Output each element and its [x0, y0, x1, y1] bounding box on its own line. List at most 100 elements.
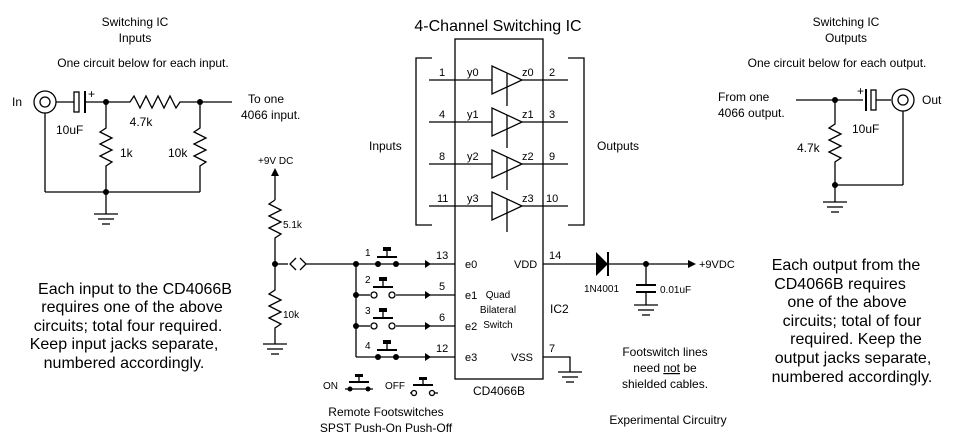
- ic-channel-2: 8 y2 z2 9: [429, 148, 568, 190]
- footswitch-footnote: Footswitch lines need not be shielded ca…: [622, 345, 708, 391]
- power-supply-label: +9VDC: [699, 259, 735, 271]
- output-capacitor: [865, 89, 877, 111]
- input-10k-resistor: [192, 102, 208, 192]
- footswitch-bank: 1 2 3: [320, 247, 453, 435]
- output-cap-label: 10uF: [852, 122, 879, 136]
- svg-text:y0: y0: [467, 67, 479, 79]
- in-jack-symbol: [33, 90, 57, 190]
- power-supply-circuit: 14 1N4001 +9VDC 0.01uF 7: [543, 250, 735, 383]
- svg-text:z3: z3: [522, 193, 534, 205]
- ic-channel-0: 1 y0 z0 2: [429, 64, 568, 106]
- bypass-cap-label: 0.01uF: [660, 285, 691, 296]
- svg-text:2: 2: [549, 67, 555, 79]
- svg-text:Bilateral: Bilateral: [480, 305, 516, 316]
- ic-channel-3: 11 y3 z3 10: [429, 190, 568, 232]
- input-cap-plus: +: [88, 87, 95, 101]
- outputs-heading-2: Outputs: [825, 31, 867, 45]
- ic-labels: VDD VSS Quad Bilateral Switch IC2 CD4066…: [473, 259, 569, 398]
- output-circuit: Switching IC Outputs One circuit below f…: [718, 15, 942, 386]
- svg-text:13: 13: [436, 250, 448, 262]
- svg-text:6: 6: [439, 312, 445, 324]
- ic-body: Inputs Outputs: [369, 38, 639, 380]
- svg-text:7: 7: [549, 343, 555, 355]
- inputs-heading-2: Inputs: [119, 31, 152, 45]
- svg-text:one of the above: one of the above: [787, 294, 906, 311]
- svg-text:circuits; total four required.: circuits; total four required.: [34, 318, 223, 335]
- svg-text:5: 5: [439, 281, 445, 293]
- ic-channel-1: 4 y1 z1 3: [429, 106, 568, 148]
- svg-text:ON: ON: [323, 381, 338, 392]
- svg-text:4: 4: [365, 341, 371, 352]
- svg-text:OFF: OFF: [385, 381, 405, 392]
- svg-text:1: 1: [365, 248, 371, 259]
- svg-text:1: 1: [439, 67, 445, 79]
- svg-text:required. Keep the: required. Keep the: [790, 331, 922, 348]
- ic-control-pins: 13 e0 5 e1 6 e2 12 e3: [430, 250, 477, 364]
- bias-5k1-label: 5.1k: [283, 220, 303, 231]
- input-capacitor: [73, 91, 86, 113]
- input-note: Each input to the CD4066B requires one o…: [30, 281, 232, 372]
- svg-text:numbered accordingly.: numbered accordingly.: [44, 355, 205, 372]
- svg-text:requires one of the above: requires one of the above: [41, 299, 223, 316]
- input-cap-label: 10uF: [56, 123, 83, 137]
- from-output-line1: From one: [718, 90, 770, 104]
- diagram-title: 4-Channel Switching IC: [414, 18, 581, 35]
- svg-text:numbered accordingly.: numbered accordingly.: [772, 369, 933, 386]
- in-jack-label: In: [12, 95, 22, 109]
- input-circuit: Switching IC Inputs One circuit below fo…: [12, 15, 300, 372]
- to-input-line2: 4066 input.: [241, 108, 300, 122]
- svg-text:VSS: VSS: [511, 352, 533, 364]
- svg-text:z2: z2: [522, 151, 534, 163]
- vss-ground-symbol: [558, 371, 582, 383]
- svg-text:3: 3: [365, 306, 371, 317]
- svg-text:Switch: Switch: [483, 320, 512, 331]
- svg-text:e3: e3: [465, 352, 477, 364]
- output-ground-symbol: [823, 185, 847, 213]
- footswitch-2: 2: [356, 275, 431, 299]
- outputs-bracket-label: Outputs: [597, 139, 639, 153]
- diode-symbol: [596, 252, 609, 276]
- outputs-subheading: One circuit below for each output.: [748, 56, 927, 70]
- inputs-subheading: One circuit below for each input.: [57, 56, 228, 70]
- svg-text:e1: e1: [465, 290, 477, 302]
- svg-text:8: 8: [439, 151, 445, 163]
- input-ground-symbol: [94, 192, 118, 225]
- svg-text:Footswitch lines: Footswitch lines: [622, 345, 707, 359]
- svg-text:Each input to the CD4066B: Each input to the CD4066B: [38, 281, 232, 298]
- svg-text:Keep input jacks separate,: Keep input jacks separate,: [30, 336, 219, 353]
- to-input-line1: To one: [248, 92, 284, 106]
- svg-text:4: 4: [439, 109, 445, 121]
- svg-text:VDD: VDD: [514, 259, 537, 271]
- svg-text:14: 14: [549, 250, 561, 262]
- svg-text:e2: e2: [465, 321, 477, 333]
- experimental-label: Experimental Circuitry: [609, 413, 726, 427]
- input-10k-label: 10k: [168, 146, 188, 160]
- footswitch-caption-1: Remote Footswitches: [328, 405, 443, 419]
- bias-network: +9V DC 5.1k 10k: [258, 156, 356, 355]
- bias-ground-symbol: [263, 343, 287, 355]
- from-output-line2: 4066 output.: [718, 106, 785, 120]
- svg-text:11: 11: [437, 193, 448, 205]
- out-jack-label: Out: [922, 93, 942, 107]
- output-note: Each output from the CD4066B requires on…: [772, 257, 933, 386]
- svg-text:z0: z0: [522, 67, 534, 79]
- svg-text:y2: y2: [467, 151, 479, 163]
- diode-label: 1N4001: [584, 284, 619, 295]
- svg-text:y3: y3: [467, 193, 479, 205]
- footswitch-1: 1: [356, 247, 431, 268]
- svg-text:need not be: need not be: [633, 361, 697, 375]
- svg-text:z1: z1: [522, 109, 534, 121]
- svg-text:CD4066B requires: CD4066B requires: [774, 276, 906, 293]
- svg-text:12: 12: [436, 343, 448, 355]
- svg-text:circuits; total of four: circuits; total of four: [783, 313, 922, 330]
- svg-text:Quad: Quad: [486, 290, 510, 301]
- input-1k-label: 1k: [120, 146, 134, 160]
- inputs-heading-1: Switching IC: [102, 15, 169, 29]
- input-1k-resistor: [98, 102, 114, 192]
- svg-text:9: 9: [549, 151, 555, 163]
- svg-text:3: 3: [549, 109, 555, 121]
- svg-text:output jacks separate,: output jacks separate,: [775, 350, 932, 367]
- svg-text:2: 2: [365, 275, 371, 286]
- footswitch-4: 4: [356, 340, 431, 361]
- bias-5k1-resistor: [267, 199, 283, 264]
